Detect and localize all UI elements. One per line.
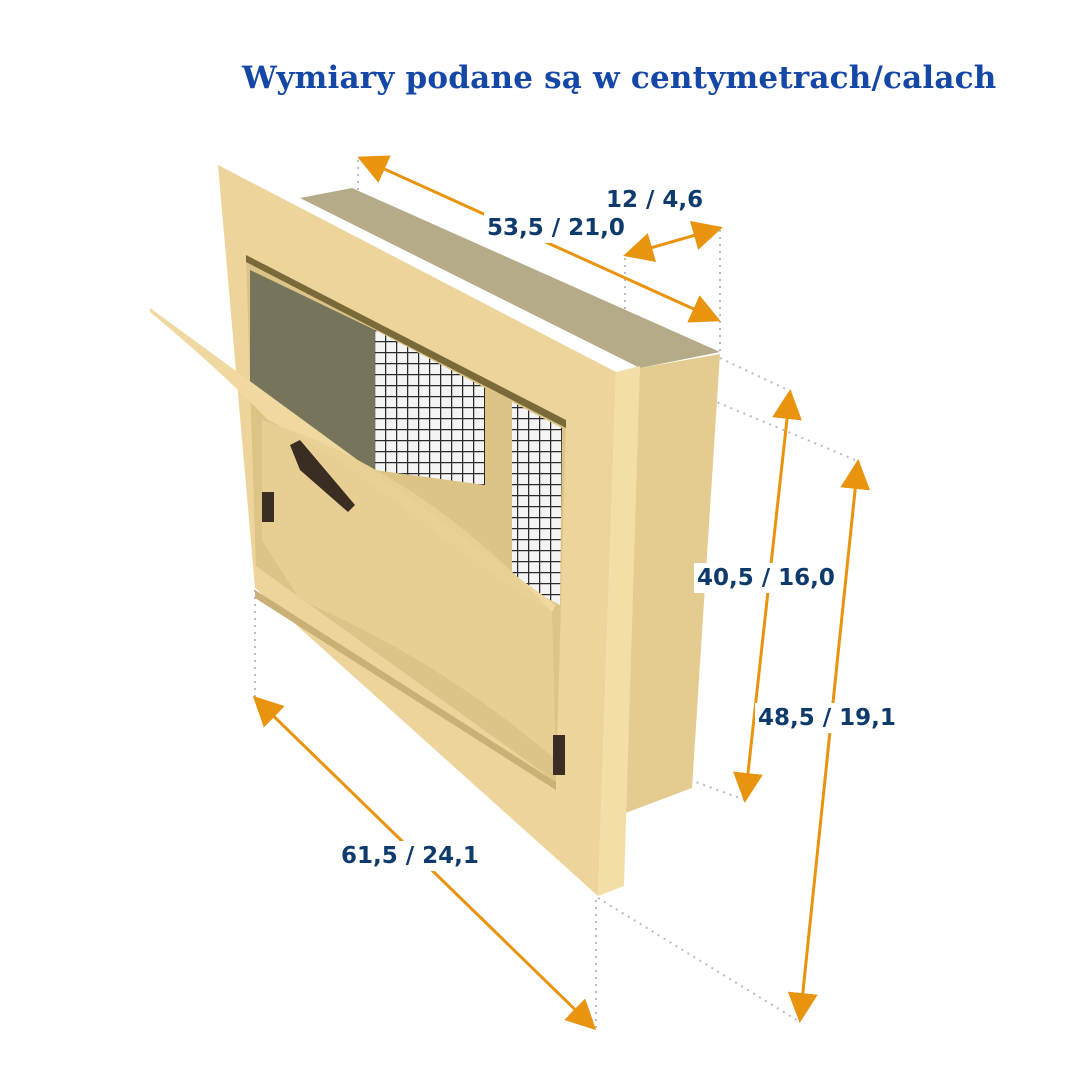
label-height-outer: 48,5 / 19,1 xyxy=(755,703,899,733)
label-height-inner: 40,5 / 16,0 xyxy=(694,563,838,593)
label-depth-box: 12 / 4,6 xyxy=(603,185,707,215)
hinge-icon xyxy=(553,735,565,775)
front-frame xyxy=(218,165,640,896)
hinge-icon xyxy=(262,492,274,522)
arrow-height-inner xyxy=(733,389,802,803)
arrow-depth-box xyxy=(623,221,723,262)
handle-icon xyxy=(290,440,355,512)
arrow-height-outer xyxy=(787,459,871,1023)
mesh-grid xyxy=(512,402,562,605)
mesh-grid xyxy=(375,330,485,485)
page-title: Wymiary podane są w centymetrach/calach xyxy=(242,60,997,96)
label-width: 61,5 / 24,1 xyxy=(338,841,482,871)
label-depth-total: 53,5 / 21,0 xyxy=(484,213,628,243)
